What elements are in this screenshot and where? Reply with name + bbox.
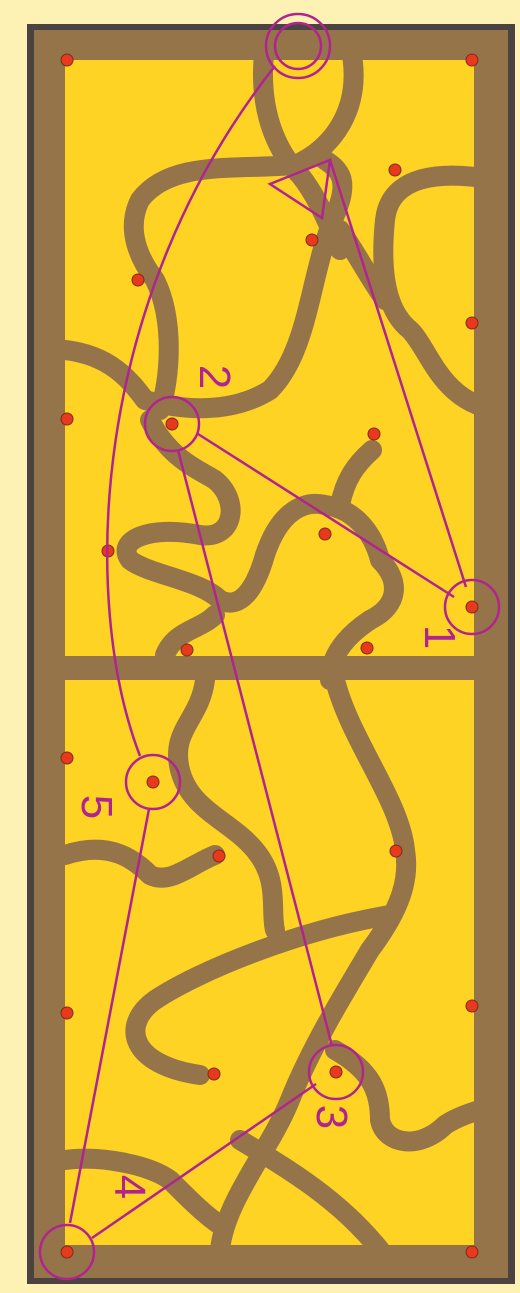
point-marker bbox=[61, 413, 73, 425]
control-label-5: 5 bbox=[72, 795, 121, 819]
control-label-2: 2 bbox=[190, 365, 239, 389]
point-marker bbox=[61, 1007, 73, 1019]
point-marker bbox=[61, 752, 73, 764]
point-marker bbox=[61, 54, 73, 66]
point-marker bbox=[389, 164, 401, 176]
point-marker bbox=[390, 845, 402, 857]
control-label-3: 3 bbox=[307, 1105, 356, 1129]
point-marker bbox=[466, 54, 478, 66]
point-marker bbox=[181, 644, 193, 656]
point-marker bbox=[208, 1068, 220, 1080]
control-label-4: 4 bbox=[105, 1175, 154, 1199]
point-marker bbox=[132, 274, 144, 286]
point-marker bbox=[466, 601, 478, 613]
point-marker bbox=[466, 1000, 478, 1012]
point-marker bbox=[368, 428, 380, 440]
point-marker bbox=[166, 418, 178, 430]
point-marker bbox=[147, 776, 159, 788]
control-label-1: 1 bbox=[415, 625, 464, 649]
point-marker bbox=[330, 1066, 342, 1078]
point-marker bbox=[361, 642, 373, 654]
point-marker bbox=[466, 1246, 478, 1258]
point-marker bbox=[319, 528, 331, 540]
point-marker bbox=[61, 1246, 73, 1258]
point-marker bbox=[306, 234, 318, 246]
point-marker bbox=[213, 850, 225, 862]
point-marker bbox=[466, 317, 478, 329]
